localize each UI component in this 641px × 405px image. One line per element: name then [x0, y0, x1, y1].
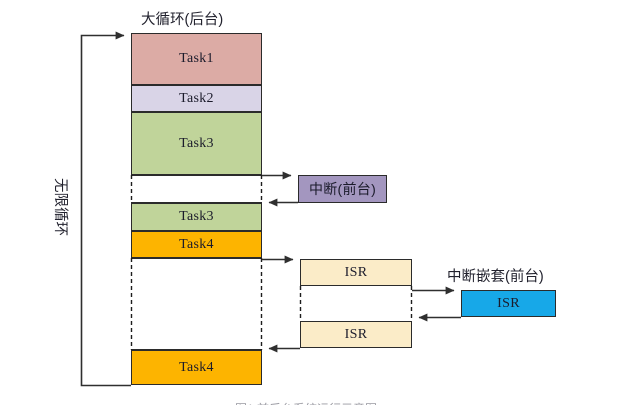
main-block-gap-b: [131, 258, 262, 350]
isr-box-label: ISR: [344, 326, 368, 342]
main-block-task4-b: Task4: [131, 350, 262, 385]
interrupt-box-label: 中断(前台): [308, 181, 377, 197]
main-block-label: Task1: [179, 51, 214, 66]
main-block-gap-a: [131, 175, 262, 203]
isr-box-upper: ISR: [300, 259, 412, 286]
infinite-loop-label: 无限循环: [52, 178, 68, 236]
main-block-task2: Task2: [131, 85, 262, 112]
nested-interrupt-title: 中断嵌套(前台): [447, 269, 544, 285]
main-block-task3-b: Task3: [131, 203, 262, 231]
main-block-task1: Task1: [131, 33, 262, 85]
main-block-task3-a: Task3: [131, 112, 262, 175]
main-block-label: Task3: [179, 135, 214, 151]
infinite-loop-bracket: [80, 31, 131, 387]
main-column-title: 大循环(后台): [141, 12, 224, 28]
main-block-label: Task4: [179, 359, 214, 375]
isr-box-label: ISR: [344, 264, 368, 280]
main-block-label: Task2: [179, 90, 214, 106]
figure-caption: 图1 前后台系统运行示意图: [235, 400, 377, 405]
main-block-task4-a: Task4: [131, 231, 262, 258]
interrupt-box: 中断(前台): [298, 175, 387, 203]
isr-box-lower: ISR: [300, 321, 412, 348]
nested-isr-box-label: ISR: [497, 295, 520, 311]
main-block-label: Task4: [179, 236, 214, 252]
nested-isr-box: ISR: [461, 290, 556, 317]
main-block-label: Task3: [179, 209, 214, 224]
